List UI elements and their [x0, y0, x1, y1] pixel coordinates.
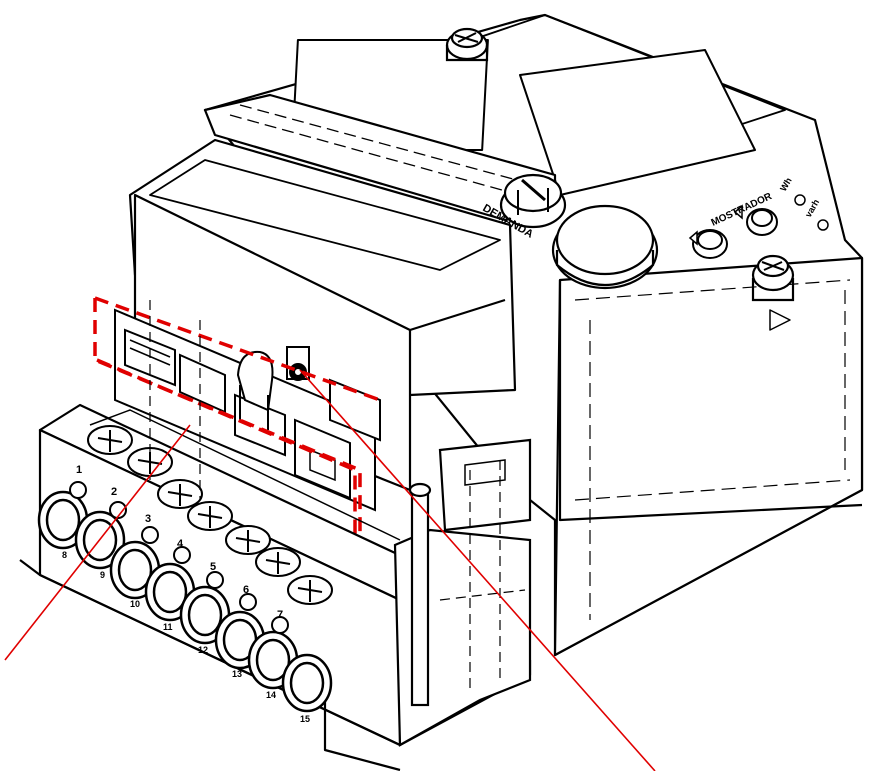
- terminal-number: 2: [111, 486, 117, 498]
- terminal-number: 7: [277, 609, 283, 621]
- highlight-box-lower: [96, 358, 357, 545]
- terminal-number: 3: [145, 513, 151, 525]
- side-dashed-details: [149, 300, 526, 690]
- slot-empty: [179, 353, 226, 414]
- leader-line-right: [299, 369, 656, 771]
- led-indicators: [688, 194, 829, 246]
- terminal-number: 12: [198, 645, 208, 655]
- scroll-button: [746, 208, 778, 236]
- terminal-numbers-top: 1 2 3 4 5 6 7: [76, 464, 283, 621]
- terminal-number: 13: [232, 669, 242, 679]
- terminal-number: 10: [130, 599, 140, 609]
- terminal-number: 5: [210, 561, 216, 573]
- meter-main-body: [203, 13, 864, 657]
- terminal-number: 15: [300, 714, 310, 724]
- demanda-reset-knob: [499, 173, 567, 229]
- display-window-right: [519, 49, 756, 196]
- terminal-number: 6: [243, 584, 249, 596]
- mostrador-button: [692, 229, 728, 259]
- terminal-number: 9: [100, 570, 105, 580]
- terminal-number: 14: [266, 690, 276, 700]
- latch-clip: [236, 350, 274, 430]
- terminal-numbers-bottom: 8 9 10 11 12 13 14 15: [62, 550, 310, 724]
- seal-screw-top: [445, 27, 489, 62]
- leader-line-left: [4, 424, 191, 661]
- seal-screw-right: [751, 254, 795, 302]
- terminal-number: 8: [62, 550, 67, 560]
- cover-dome: [551, 204, 659, 290]
- terminal-number: 1: [76, 464, 82, 476]
- terminal-cover-post: [393, 438, 532, 747]
- terminal-number: 11: [163, 622, 173, 632]
- terminal-number: 4: [177, 538, 184, 550]
- test-holes: [69, 481, 289, 634]
